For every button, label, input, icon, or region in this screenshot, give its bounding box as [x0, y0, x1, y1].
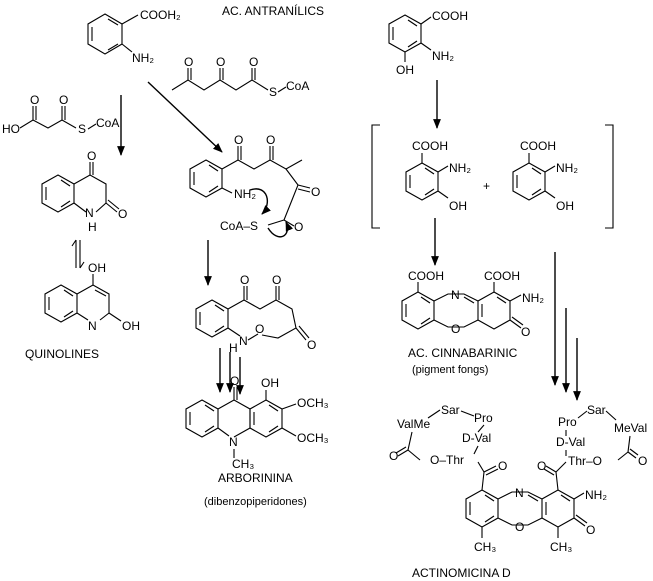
atom-o: O	[249, 55, 258, 69]
atom-n: N	[515, 486, 524, 500]
atom-nh2: NH₂	[449, 161, 471, 175]
hydroxyanthranilic-acid-structure: COOH NH₂ OH	[388, 9, 468, 77]
quinolinedione-structure: O O N H	[41, 149, 127, 234]
atom-cooh-h2: COOH₂	[140, 8, 181, 22]
caption-actinomicina-d: ACTINOMICINA D	[412, 566, 511, 580]
atom-sar: Sar	[587, 403, 606, 417]
atom-oh: OH	[556, 199, 574, 213]
atom-sar: Sar	[441, 403, 460, 417]
atom-thr-o: Thr–O	[568, 454, 602, 468]
atom-o: O	[184, 55, 193, 69]
atom-n: N	[229, 435, 238, 449]
left-arrows	[117, 81, 244, 395]
atom-ch3: CH₃	[474, 540, 496, 554]
atom-n: N	[239, 334, 248, 348]
atom-cooh: COOH	[484, 269, 520, 283]
atom-o: O	[521, 325, 530, 339]
atom-nh: H	[229, 341, 238, 355]
atom-o: O	[389, 449, 398, 463]
atom-n: N	[85, 206, 94, 220]
atom-h: H	[88, 220, 97, 234]
atom-o: O	[255, 322, 264, 336]
atom-oh: OH	[122, 319, 140, 333]
anthranilic-acid-structure: COOH₂ NH₂	[87, 8, 181, 65]
caption-pigment-fongs: (pigment fongs)	[412, 364, 488, 376]
atom-o: O	[586, 523, 595, 537]
atom-o: O	[294, 220, 303, 234]
atom-o: O	[515, 520, 524, 534]
atom-cooh: COOH	[432, 9, 468, 23]
atom-o: O	[240, 273, 249, 287]
atom-pro: Pro	[474, 411, 493, 425]
atom-valme: ValMe	[397, 417, 430, 431]
bracket-left	[371, 124, 380, 229]
atom-o-thr: O–Thr	[430, 453, 464, 467]
atom-o: O	[230, 374, 239, 388]
bracket-acid-left: COOH NH₂ OH	[405, 139, 471, 213]
cinnabarinic-acid-structure: O NH₂ COOH COOH N O	[401, 269, 544, 339]
atom-n: N	[88, 319, 97, 333]
right-arrows	[431, 218, 581, 401]
atom-o: O	[118, 207, 127, 221]
title-ac-antranilics: AC. ANTRANÍLICS	[222, 3, 324, 18]
caption-ac-cinnabarinic: AC. CINNABARINIC	[408, 346, 518, 360]
atom-oh: OH	[396, 63, 414, 77]
atom-och3: OCH₃	[297, 431, 329, 445]
quinolinediol-structure: OH OH N	[44, 261, 140, 333]
atom-o: O	[234, 133, 243, 147]
atom-o: O	[59, 93, 68, 107]
atom-oh: OH	[449, 199, 467, 213]
atom-o: O	[87, 149, 96, 163]
atom-o: O	[537, 459, 546, 473]
atom-o: O	[216, 55, 225, 69]
atom-nh2: NH₂	[585, 488, 607, 502]
equilibrium-arrow	[71, 239, 85, 269]
atom-oh: OH	[88, 261, 106, 275]
atom-n: N	[451, 288, 460, 302]
atom-o: O	[272, 273, 281, 287]
atom-coa-s: CoA–S	[220, 219, 258, 233]
caption-arborinina: ARBORININA	[218, 471, 293, 485]
atom-nh2: NH₂	[432, 49, 454, 63]
atom-o: O	[638, 454, 647, 468]
caption-quinolines: QUINOLINES	[25, 347, 99, 361]
atom-o: O	[307, 338, 316, 352]
atom-o: O	[266, 133, 275, 147]
malonyl-coa-structure: HO O O S CoA	[2, 93, 119, 136]
atom-meval: MeVal	[614, 421, 647, 435]
atom-coa: CoA	[96, 116, 119, 130]
atom-nh2: NH₂	[234, 187, 256, 201]
atom-ch3: CH₃	[550, 540, 572, 554]
atom-ho: HO	[2, 122, 20, 136]
atom-nh2: NH₂	[556, 161, 578, 175]
plus-sign: +	[483, 179, 490, 193]
actinomycin-d-structure: ValMe Sar Pro D-Val O–Thr O O Pro Sar Me…	[389, 403, 647, 554]
atom-cooh: COOH	[412, 139, 448, 153]
bracket-acid-right: COOH NH₂ OH	[512, 139, 578, 213]
atom-oh: OH	[261, 376, 279, 390]
atom-o: O	[311, 185, 320, 199]
atom-o: O	[498, 459, 507, 473]
atom-cooh: COOH	[520, 139, 556, 153]
atom-s: S	[78, 122, 86, 136]
atom-pro: Pro	[558, 415, 577, 429]
anthraniloyl-polyketide-structure: O O O O CoA–S NH₂	[189, 133, 320, 238]
atom-dval: D-Val	[556, 435, 585, 449]
atom-cooh: COOH	[408, 269, 444, 283]
atom-nh2: NH₂	[522, 291, 544, 305]
atom-o: O	[451, 322, 460, 336]
atom-dval: D-Val	[462, 431, 491, 445]
atom-och3: OCH₃	[297, 396, 329, 410]
arborinine-structure: O OH OCH₃ OCH₃ N CH₃	[185, 374, 329, 471]
atom-s: S	[269, 85, 277, 99]
atom-o: O	[30, 93, 39, 107]
atom-ch3: CH₃	[232, 457, 254, 471]
polyketide-coa-structure: O O O S CoA	[171, 55, 309, 99]
cyclized-intermediate-structure: O O O O H N	[195, 273, 316, 355]
atom-nh2: NH₂	[132, 51, 154, 65]
caption-dibenzopiperidones: (dibenzopiperidones)	[204, 496, 307, 508]
atom-coa: CoA	[286, 79, 309, 93]
bracket-right	[605, 124, 614, 229]
